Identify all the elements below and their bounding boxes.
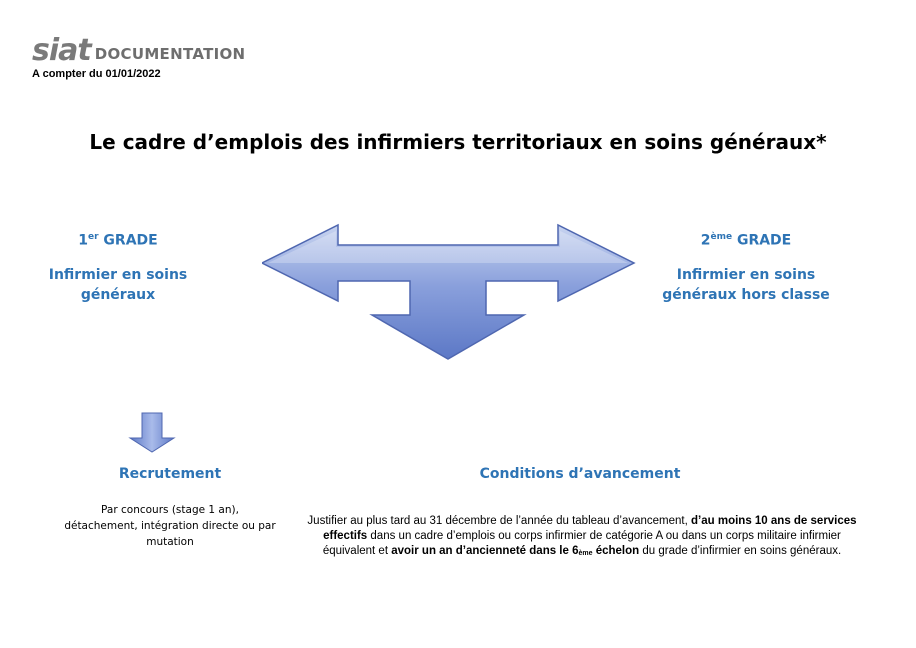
conditions-part1: Justifier au plus tard au 31 décembre de… xyxy=(307,515,692,527)
three-way-arrow-icon xyxy=(262,223,636,360)
recrutement-line2: détachement, intégration directe ou par xyxy=(64,520,276,532)
grade1-number: 1 xyxy=(78,232,89,249)
grade1-sup: er xyxy=(88,232,99,242)
conditions-title: Conditions d’avancement xyxy=(479,466,681,482)
recrutement-line3: mutation xyxy=(146,536,194,548)
grade1-name: Infirmier en soins généraux xyxy=(30,265,206,305)
grade1-name-line1: Infirmier en soins xyxy=(48,267,188,283)
grade2-name-line1: Infirmier en soins xyxy=(676,267,816,283)
conditions-part4: avoir un an d’ancienneté dans le 6 xyxy=(391,545,579,557)
conditions-part4-sub: ème xyxy=(578,550,593,557)
grade1-name-line2: généraux xyxy=(80,287,156,303)
grade2-label: 2ème GRADE xyxy=(656,232,836,249)
conditions-text: Justifier au plus tard au 31 décembre de… xyxy=(304,514,860,561)
logo-word: DOCUMENTATION xyxy=(94,45,246,63)
grade2-word: GRADE xyxy=(732,232,792,249)
recrutement-title: Recrutement xyxy=(118,466,222,482)
grade2-name-line2: généraux hors classe xyxy=(662,287,830,303)
page-title: Le cadre d’emplois des infirmiers territ… xyxy=(89,130,827,154)
conditions-part3: dans un cadre d’emplois ou corps infirmi… xyxy=(322,530,841,557)
conditions-part2: d’au moins 10 ans de services effectifs xyxy=(323,515,857,542)
grade2-name: Infirmier en soins généraux hors classe xyxy=(646,265,846,305)
down-arrow-icon xyxy=(128,412,176,453)
recrutement-text: Par concours (stage 1 an), détachement, … xyxy=(62,502,278,550)
siat-logo: siat DOCUMENTATION xyxy=(32,36,245,66)
logo-mark: siat xyxy=(32,33,92,68)
grade2-sup: ème xyxy=(710,232,733,242)
grade1-word: GRADE xyxy=(98,232,158,249)
effective-date: A compter du 01/01/2022 xyxy=(32,68,161,80)
conditions-part5: échelon xyxy=(592,545,640,557)
grade2-number: 2 xyxy=(700,232,711,249)
conditions-part6: du grade d’infirmier en soins généraux. xyxy=(639,545,842,557)
grade1-label: 1er GRADE xyxy=(40,232,196,249)
recrutement-line1: Par concours (stage 1 an), xyxy=(101,504,239,516)
